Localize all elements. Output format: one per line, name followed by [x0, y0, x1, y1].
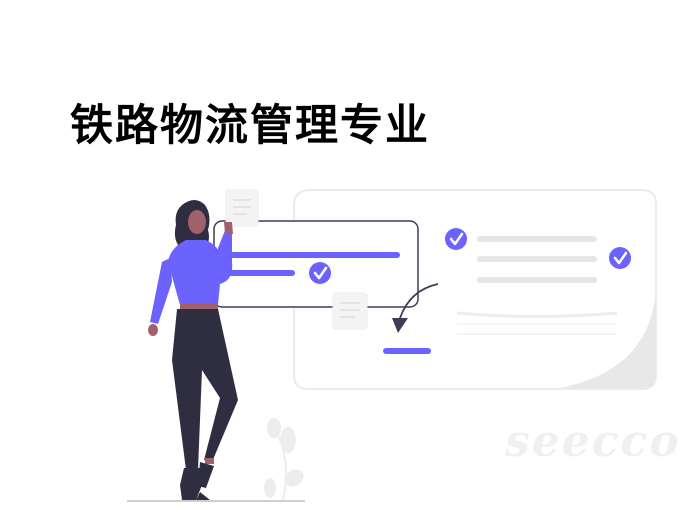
- plant-icon: [264, 418, 304, 501]
- gray-line: [477, 277, 597, 283]
- accent-bar: [383, 348, 431, 354]
- note-paper-icon: [225, 189, 259, 227]
- watermark: seecco: [505, 416, 681, 467]
- page-title: 铁路物流管理专业: [70, 101, 430, 151]
- check-circle-icon: [445, 228, 467, 250]
- check-circle-icon: [609, 247, 631, 269]
- front-card: [213, 220, 419, 308]
- curved-arrow-icon: [392, 283, 439, 333]
- gray-line: [477, 236, 597, 242]
- woman-figure: [148, 200, 238, 500]
- note-paper-icon: [332, 292, 368, 330]
- check-circle-icon: [309, 262, 331, 284]
- gray-line: [477, 256, 597, 262]
